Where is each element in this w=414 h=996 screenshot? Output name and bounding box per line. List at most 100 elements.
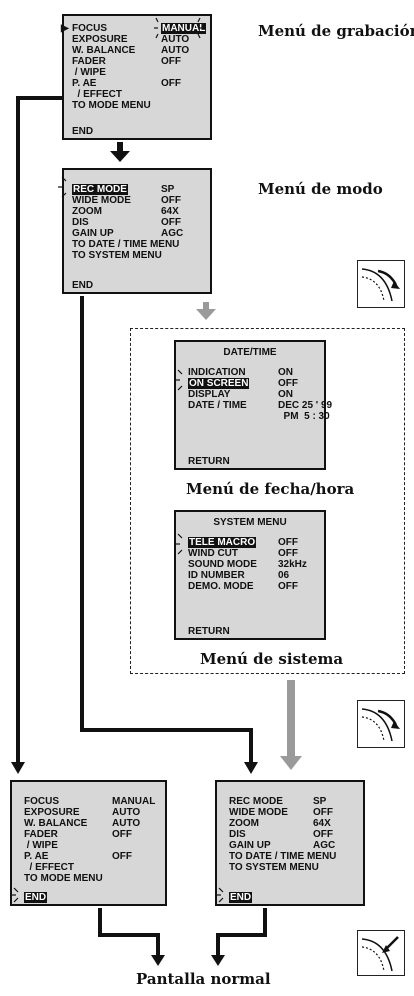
menu-row-label: FADER xyxy=(72,56,106,67)
recording-menu-screen: ▶ FOCUS MANUAL EXPOSURE AUTO W. BALANCE … xyxy=(61,14,212,140)
menu-row-value: SP xyxy=(313,796,327,807)
menu-row-value: 32kHz xyxy=(278,559,307,570)
menu-row-value: OFF xyxy=(161,195,181,206)
menu-row-label: FOCUS xyxy=(72,23,107,34)
menu-row-value: 64X xyxy=(313,818,331,829)
menu-end: END xyxy=(72,280,94,291)
menu-row-value: OFF xyxy=(278,378,298,389)
menu-row-label: TO MODE MENU xyxy=(72,100,151,111)
menu-row-label: REC MODE xyxy=(72,184,128,195)
menu-row-value: OFF xyxy=(313,807,333,818)
menu-row-value: ON xyxy=(278,389,293,400)
mode-menu-screen: REC MODE SP WIDE MODE OFF ZOOM 64X DIS O… xyxy=(62,168,212,294)
menu-row-label: REC MODE xyxy=(229,796,283,807)
down-arrow-icon xyxy=(11,762,25,774)
menu-row-value: MANUAL xyxy=(112,796,156,807)
down-arrow-icon xyxy=(211,955,225,966)
menu-row-label: INDICATION xyxy=(188,367,246,378)
menu-end: RETURN xyxy=(188,626,230,637)
menu-row-value: AUTO xyxy=(112,818,141,829)
down-arrow-icon xyxy=(280,680,302,770)
menu-row-value: OFF xyxy=(278,548,298,559)
menu-row-label: FOCUS xyxy=(24,796,59,807)
down-arrow-icon xyxy=(196,302,216,320)
menu-row-value: OFF xyxy=(161,56,181,67)
cursor-arrow-icon: ▶ xyxy=(61,23,69,34)
menu-row-label: TO DATE / TIME MENU xyxy=(72,239,180,250)
menu-row-label: ON SCREEN xyxy=(188,378,250,389)
down-arrow-icon xyxy=(110,142,130,162)
dial-rotate-icon xyxy=(357,260,405,308)
menu-row-value: OFF xyxy=(278,537,298,548)
menu-row-label: DATE / TIME xyxy=(188,400,247,411)
menu-row-value: AGC xyxy=(313,840,336,851)
menu-row-value: OFF xyxy=(161,217,181,228)
menu-row-value: 06 xyxy=(278,570,290,581)
menu-title: SYSTEM MENU xyxy=(213,517,287,528)
mode-menu-end-screen: REC MODE SP WIDE MODE OFF ZOOM 64X DIS O… xyxy=(215,780,365,906)
menu-row-label: WIDE MODE xyxy=(72,195,131,206)
menu-row-value: DEC 25 ' 99 xyxy=(278,400,333,411)
menu-row-label: / EFFECT xyxy=(72,89,122,100)
dial-press-icon xyxy=(357,930,405,976)
flow-line-to-normal xyxy=(216,908,267,958)
menu-row-value: AUTO xyxy=(112,807,141,818)
flow-line-recording xyxy=(16,96,62,765)
flow-line-to-normal xyxy=(98,908,160,958)
menu-end: END xyxy=(229,892,253,903)
normal-screen-caption: Pantalla normal xyxy=(136,970,271,988)
datetime-menu-caption: Menú de fecha/hora xyxy=(186,480,355,498)
down-arrow-icon xyxy=(151,955,165,966)
menu-row-label: W. BALANCE xyxy=(24,818,88,829)
menu-row-label: GAIN UP xyxy=(229,840,271,851)
menu-row-label: DISPLAY xyxy=(188,389,231,400)
menu-row-label: TO DATE / TIME MENU xyxy=(229,851,337,862)
menu-row-value: 64X xyxy=(161,206,179,217)
recording-menu-caption: Menú de grabación xyxy=(258,22,414,40)
menu-row-label: / WIPE xyxy=(72,67,106,78)
menu-row-label: DIS xyxy=(72,217,89,228)
menu-row-label: ZOOM xyxy=(229,818,259,829)
menu-row-value: OFF xyxy=(278,581,298,592)
menu-row-value: AGC xyxy=(161,228,184,239)
menu-row-label: TO SYSTEM MENU xyxy=(229,862,319,873)
menu-row-label: TELE MACRO xyxy=(188,537,257,548)
dial-rotate-icon xyxy=(357,700,405,748)
menu-row-value: MANUAL xyxy=(161,23,207,34)
menu-row-label: P. AE xyxy=(72,78,97,89)
datetime-menu-screen: DATE/TIME INDICATION ON ON SCREEN OFF DI… xyxy=(174,340,332,470)
menu-end: END xyxy=(72,126,94,137)
mode-menu-caption: Menú de modo xyxy=(258,180,383,198)
menu-row-label: GAIN UP xyxy=(72,228,114,239)
menu-row-label: DIS xyxy=(229,829,246,840)
menu-row-label: TO SYSTEM MENU xyxy=(72,250,162,261)
menu-end: RETURN xyxy=(188,456,230,467)
recording-menu-end-screen: FOCUS MANUAL EXPOSURE AUTO W. BALANCE AU… xyxy=(10,780,167,906)
system-menu-screen: SYSTEM MENU TELE MACRO OFF WIND CUT OFF … xyxy=(174,510,326,640)
menu-row-value: OFF xyxy=(313,829,333,840)
menu-row-label: P. AE xyxy=(24,851,49,862)
menu-row-value: OFF xyxy=(161,78,181,89)
menu-row-value: ON xyxy=(278,367,293,378)
menu-row-label: / EFFECT xyxy=(24,862,74,873)
menu-row-label: WIND CUT xyxy=(188,548,238,559)
menu-row-label: / WIPE xyxy=(24,840,58,851)
down-arrow-icon xyxy=(244,762,258,774)
menu-row-value: PM 5 : 30 xyxy=(278,411,330,422)
menu-row-label: ID NUMBER xyxy=(188,570,245,581)
system-menu-caption: Menú de sistema xyxy=(200,650,344,668)
menu-row-value: OFF xyxy=(112,829,132,840)
menu-end: END xyxy=(24,892,48,903)
menu-row-label: ZOOM xyxy=(72,206,102,217)
menu-row-label: EXPOSURE xyxy=(24,807,80,818)
menu-row-label: FADER xyxy=(24,829,58,840)
menu-row-label: W. BALANCE xyxy=(72,45,136,56)
menu-row-label: DEMO. MODE xyxy=(188,581,254,592)
menu-row-label: EXPOSURE xyxy=(72,34,128,45)
menu-row-label: SOUND MODE xyxy=(188,559,257,570)
menu-row-value: OFF xyxy=(112,851,132,862)
menu-row-value: SP xyxy=(161,184,175,195)
menu-row-label: TO MODE MENU xyxy=(24,873,103,884)
menu-row-value: AUTO xyxy=(161,34,190,45)
menu-row-label: WIDE MODE xyxy=(229,807,288,818)
